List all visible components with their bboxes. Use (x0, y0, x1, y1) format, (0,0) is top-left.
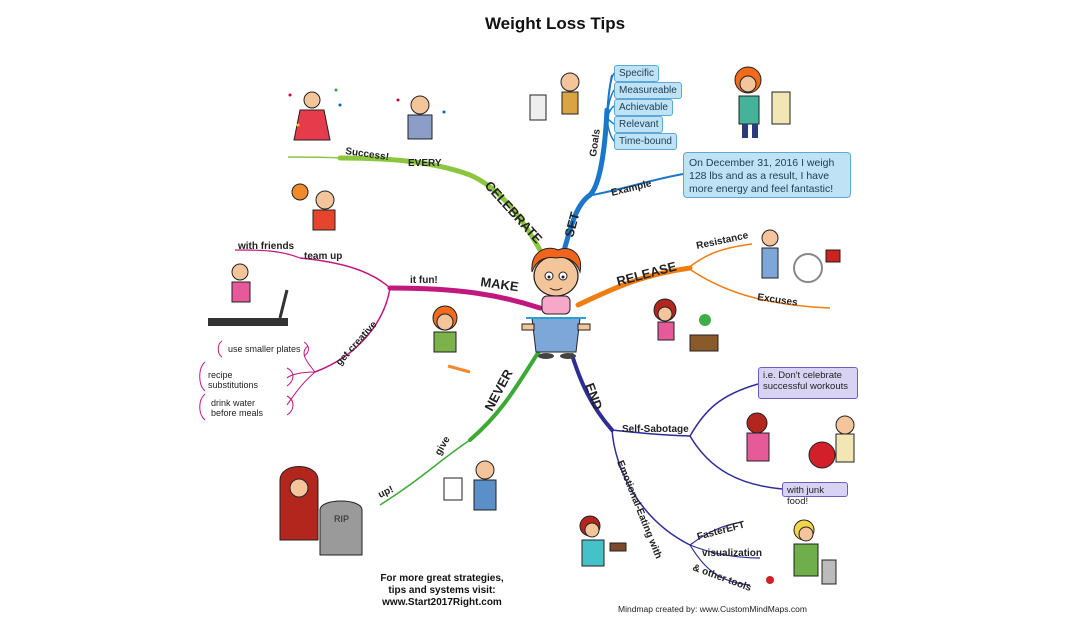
with-friends-label: with friends (237, 241, 295, 252)
tied-up-woman-icon (766, 519, 837, 585)
make-label: MAKE (480, 274, 520, 294)
idea-recipe-substitutions: recipe substitutions (208, 370, 259, 390)
promo-url[interactable]: www.Start2017Right.com (382, 597, 502, 608)
release-label: RELEASE (615, 258, 679, 288)
rip-text: RIP (334, 514, 349, 524)
resistance-label: Resistance (695, 230, 749, 252)
gravestone-woman-icon: RIP (279, 466, 363, 556)
center-girl-icon (521, 247, 591, 359)
other-tools-label: & other tools (691, 562, 753, 594)
team-up-label: team up (304, 251, 342, 262)
goals-label: Goals (588, 128, 603, 157)
promo-line-1: For more great strategies, (380, 573, 504, 584)
goal-specific-box: Specific (614, 65, 660, 82)
release-branch-line (575, 265, 693, 308)
set-label: SET (561, 210, 582, 238)
goal-time-bound-box: Time-bound (614, 133, 677, 150)
junk-food-note: with junk food! (782, 482, 848, 507)
never-branch-line (468, 348, 542, 442)
woman-cooking-icon (432, 305, 471, 374)
celebrating-woman-icon (288, 88, 342, 141)
exercise-bike-man-icon (761, 229, 841, 283)
it-fun-label: it fun! (410, 275, 438, 286)
up-label: up! (377, 484, 396, 501)
example-box: On December 31, 2016 I weigh 128 lbs and… (683, 152, 851, 198)
excuses-label: Excuses (757, 292, 799, 309)
goal-measureable-box: Measureable (614, 82, 682, 99)
map-title: Weight Loss Tips (484, 14, 626, 33)
end-branch-line (570, 353, 614, 432)
woman-with-cake-icon (579, 515, 627, 567)
fasterEFT-label: FasterEFT (696, 520, 746, 543)
never-label: NEVER (481, 366, 516, 413)
idea-drink-water: drink water before meals (211, 398, 264, 418)
celebrate-label: CELEBRATE (482, 178, 546, 247)
celebrate-branch-line (337, 155, 551, 268)
basketball-man-icon (291, 183, 336, 231)
every-label: EVERY (408, 158, 442, 169)
goal-relevant-box: Relevant (614, 116, 664, 133)
man-with-contract-icon (443, 460, 497, 511)
promo-block: For more great strategies, tips and syst… (372, 573, 512, 609)
visualization-label: visualization (702, 548, 762, 559)
idea-smaller-plates: use smaller plates (228, 344, 301, 354)
celebrating-man-icon (396, 95, 446, 140)
set-branch-line (557, 107, 610, 268)
woman-throwing-food-icon (653, 298, 719, 352)
goals-man-icon (529, 72, 580, 121)
redhead-woman-list-icon (734, 66, 791, 138)
example-label: Example (610, 178, 653, 199)
self-sabotage-people-icon (746, 412, 855, 469)
credit-text: Mindmap created by: www.CustomMindMaps.c… (618, 604, 807, 614)
self-sabotage-label: Self-Sabotage (622, 424, 689, 435)
treadmill-woman-icon (208, 263, 289, 326)
goal-achievable-box: Achievable (614, 99, 673, 116)
make-branch-line (387, 285, 543, 311)
promo-line-2: tips and systems visit: (388, 585, 496, 596)
get-creative-label: get creative (334, 319, 380, 368)
end-label: END (582, 381, 605, 412)
self-sabotage-note: i.e. Don't celebrate successful workouts (758, 367, 858, 399)
example-line (591, 173, 684, 196)
